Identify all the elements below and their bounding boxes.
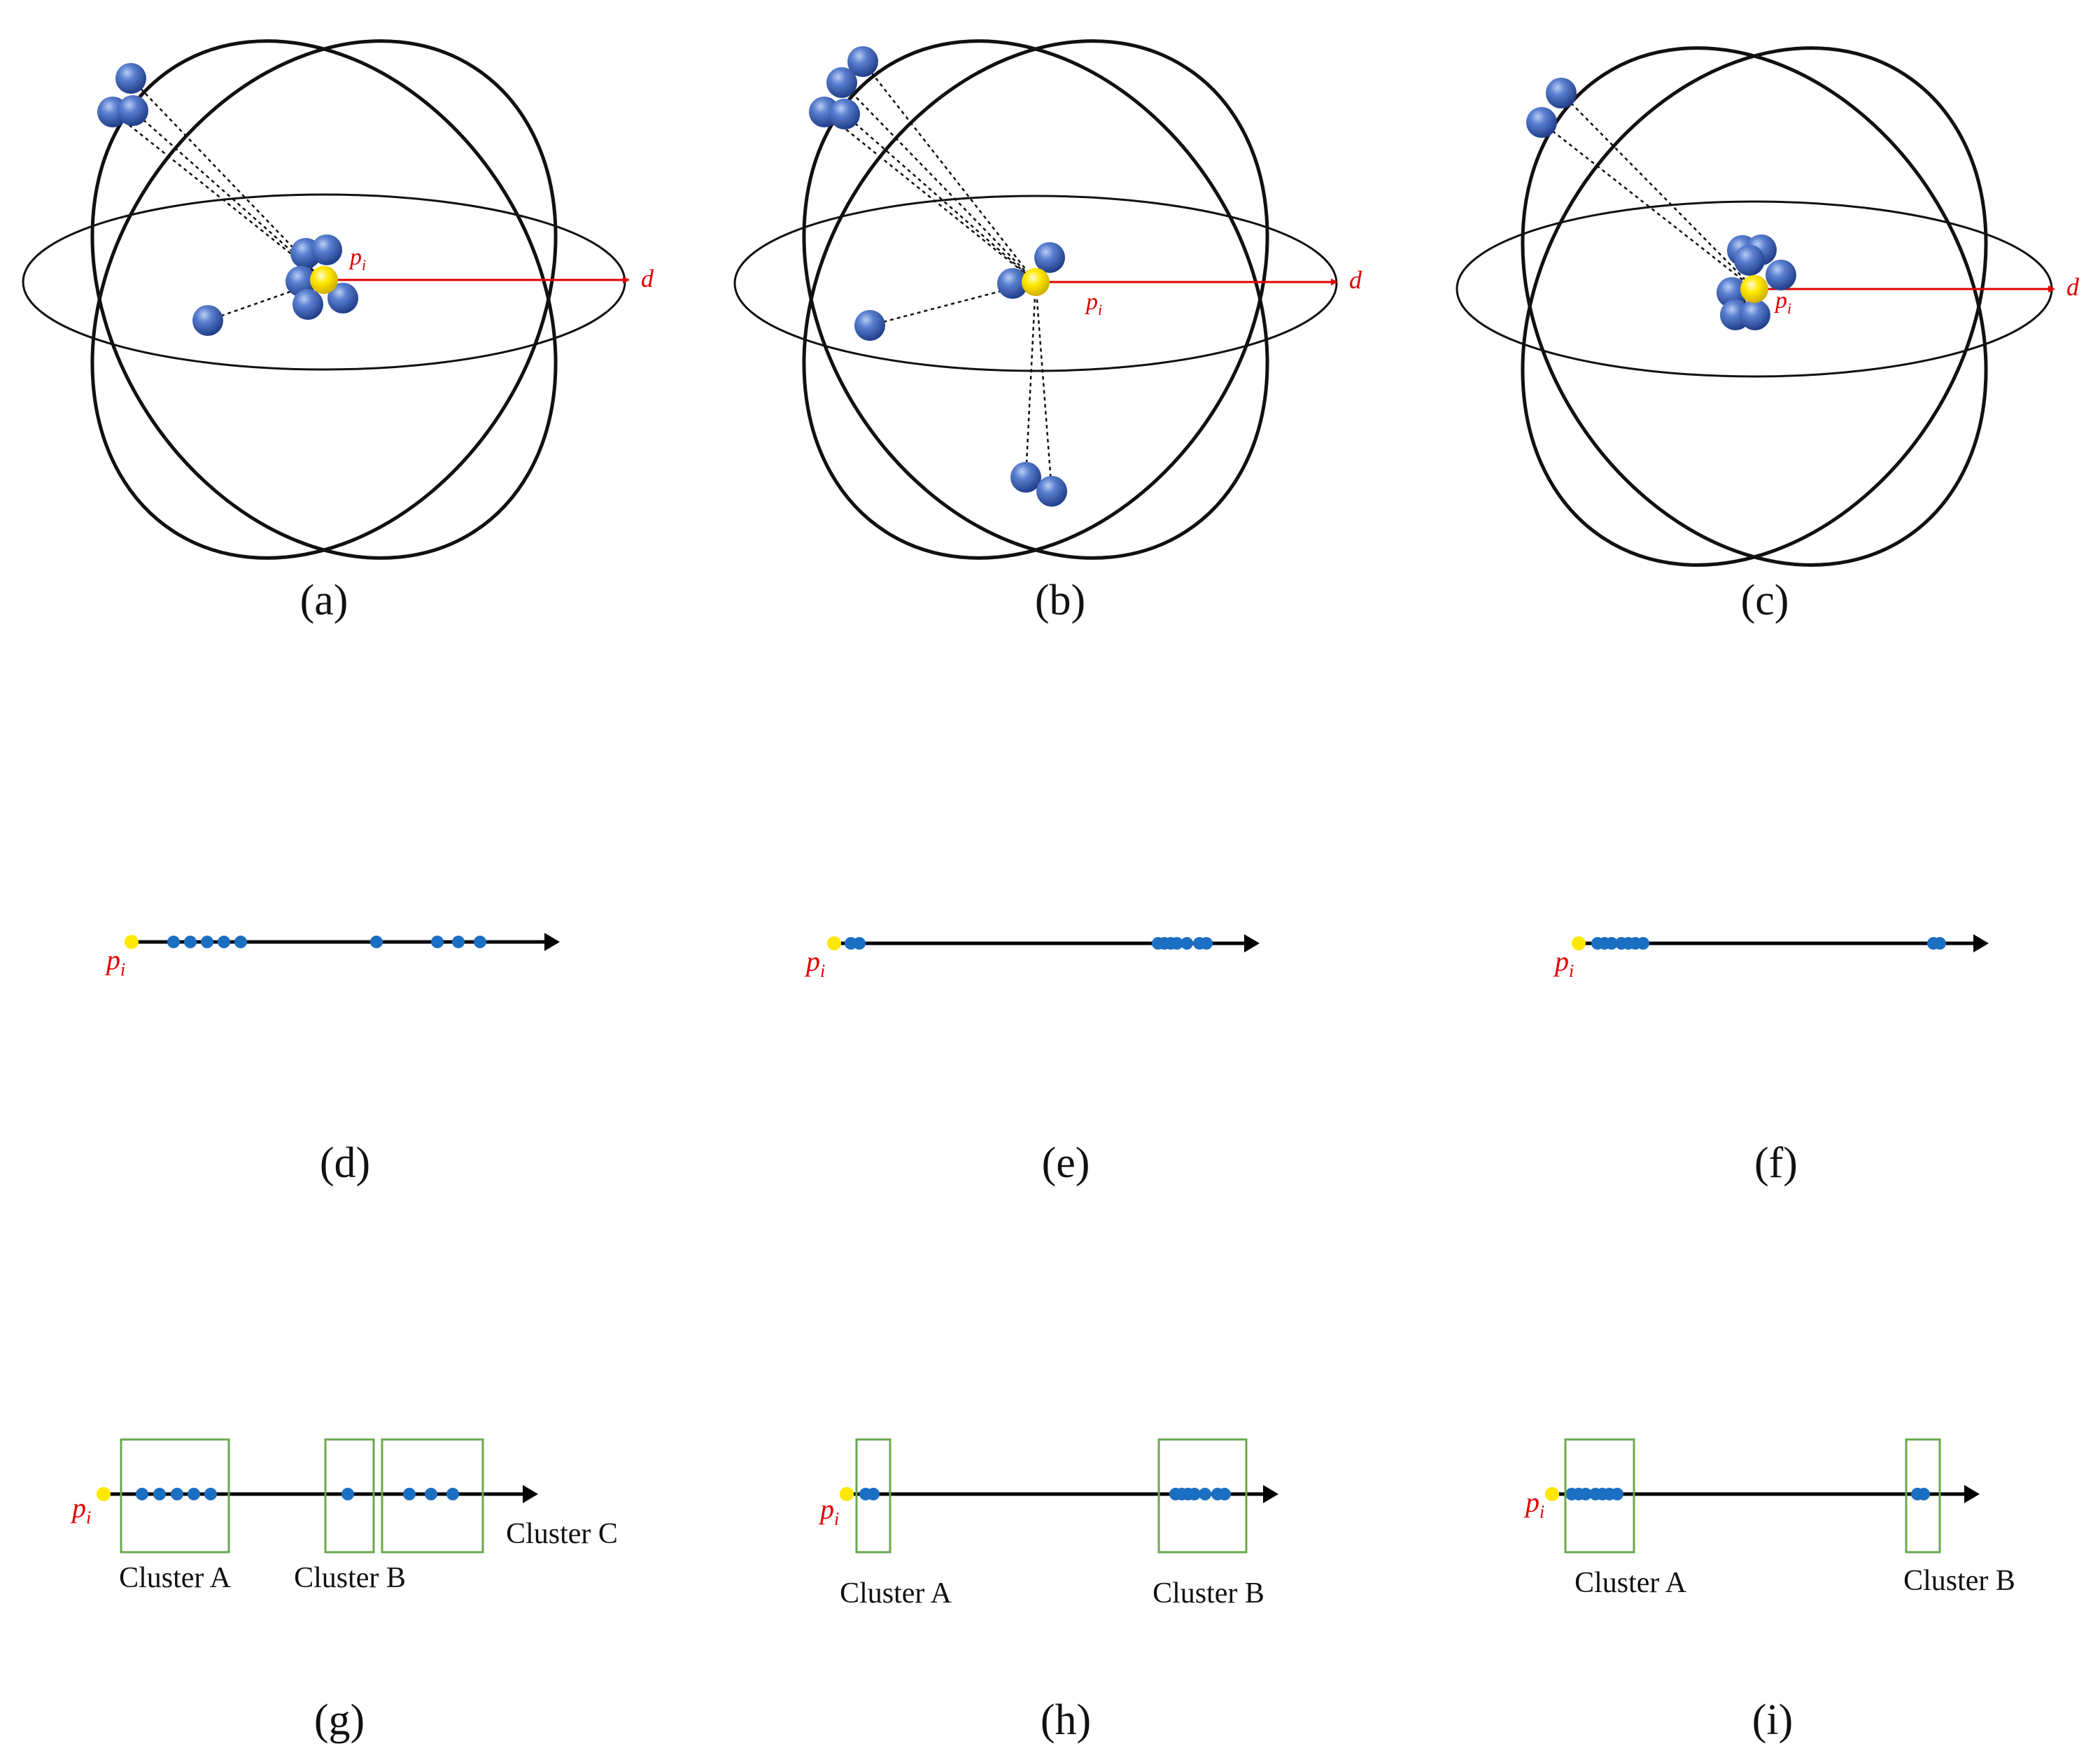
neighbor-atoms — [1526, 78, 1796, 330]
point-label: pi — [818, 1493, 839, 1529]
cluster-b-box — [1905, 1438, 1941, 1554]
point-label: pi — [70, 1492, 91, 1528]
panel-c: pi d (c) — [1456, 46, 2080, 624]
caption-i: (i) — [1752, 1696, 1794, 1744]
point-label: pi — [1085, 289, 1102, 318]
center-point — [125, 935, 139, 949]
cluster-a-box — [120, 1438, 230, 1554]
center-point — [827, 936, 841, 950]
center-point — [1572, 936, 1586, 950]
axis-arrowhead — [1964, 1485, 1980, 1503]
projected-points — [859, 1488, 1231, 1500]
orbit-diagram — [733, 39, 1338, 560]
center-point — [840, 1487, 854, 1501]
cluster-c-label: Cluster C — [506, 1518, 618, 1550]
projected-points — [136, 1488, 459, 1500]
axis-arrowhead — [523, 1485, 538, 1503]
panel-d: pi (d) — [104, 933, 560, 1187]
direction-label: d — [1349, 266, 1362, 294]
panel-e: pi (e) — [804, 934, 1260, 1187]
panel-h: Cluster A Cluster B pi (h) — [818, 1438, 1278, 1744]
cluster-b-box — [324, 1438, 375, 1554]
point-label: pi — [1553, 945, 1574, 981]
cluster-a-label: Cluster A — [1574, 1567, 1687, 1599]
caption-e: (e) — [1042, 1139, 1090, 1187]
direction-label: d — [2066, 273, 2080, 301]
cluster-a-label: Cluster A — [119, 1562, 232, 1594]
projected-points — [1565, 1488, 1930, 1500]
projected-points — [845, 937, 1213, 950]
caption-d: (d) — [320, 1139, 370, 1187]
projected-points — [167, 936, 486, 948]
panel-f: pi (f) — [1553, 934, 1989, 1187]
point-label: pi — [804, 945, 825, 981]
cluster-a-label: Cluster A — [840, 1577, 952, 1610]
neighbor-links — [1541, 92, 1756, 316]
center-point — [1545, 1487, 1559, 1501]
center-point — [1740, 275, 1768, 303]
center-point — [1022, 268, 1050, 296]
panel-g: Cluster A Cluster B Cluster C pi (g) — [70, 1438, 618, 1744]
point-label: pi — [104, 944, 125, 980]
panel-b: pi d (b) — [733, 39, 1362, 624]
caption-h: (h) — [1041, 1696, 1091, 1744]
panel-i: Cluster A Cluster B pi (i) — [1523, 1438, 2015, 1744]
point-label: pi — [348, 244, 366, 274]
point-label: pi — [1523, 1486, 1544, 1522]
direction-label: d — [641, 265, 654, 293]
axis-arrowhead — [1263, 1485, 1278, 1503]
cluster-b-label: Cluster B — [1903, 1565, 2015, 1597]
neighbor-atoms — [97, 63, 358, 336]
caption-f: (f) — [1754, 1139, 1798, 1187]
caption-b: (b) — [1035, 577, 1085, 624]
cluster-a-box — [1564, 1438, 1635, 1554]
cluster-b-box — [1157, 1438, 1248, 1554]
projected-points — [1591, 937, 1946, 950]
axis-arrowhead — [1973, 934, 1989, 952]
center-point — [97, 1487, 111, 1501]
caption-a: (a) — [300, 577, 348, 624]
cluster-b-label: Cluster B — [1153, 1577, 1264, 1610]
axis-arrowhead — [1244, 934, 1260, 952]
cluster-c-box — [381, 1438, 484, 1554]
center-point — [310, 266, 338, 294]
axis-arrowhead — [544, 933, 560, 951]
caption-c: (c) — [1741, 577, 1789, 624]
caption-g: (g) — [314, 1696, 365, 1744]
cluster-b-label: Cluster B — [294, 1562, 406, 1594]
cluster-a-box — [855, 1438, 892, 1554]
point-label: pi — [1774, 288, 1791, 317]
panel-a: pi d (a) — [22, 39, 654, 624]
neighbor-atoms — [809, 46, 1067, 507]
orbit-diagram — [22, 39, 626, 560]
